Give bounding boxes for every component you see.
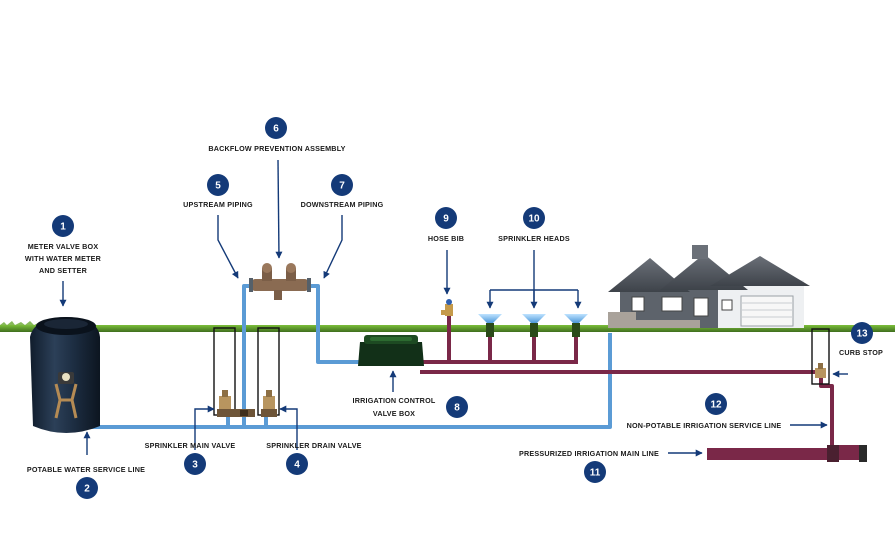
svg-text:CURB STOP: CURB STOP	[839, 348, 883, 357]
svg-text:11: 11	[590, 468, 601, 479]
meter-valve-box	[30, 317, 100, 433]
svg-text:13: 13	[856, 329, 868, 340]
svg-text:PRESSURIZED IRRIGATION MAIN LI: PRESSURIZED IRRIGATION MAIN LINE	[519, 449, 659, 458]
sprinkler-main-valve	[217, 390, 255, 417]
arrow-5	[217, 215, 239, 279]
arrow-4	[279, 405, 298, 450]
leader-arrows	[59, 159, 848, 457]
sprinkler-head-1	[478, 314, 502, 337]
svg-text:5: 5	[215, 181, 221, 192]
svg-text:4: 4	[294, 460, 300, 471]
svg-text:1: 1	[60, 222, 66, 233]
callout-9: 9 HOSE BIB	[428, 207, 464, 243]
svg-text:9: 9	[443, 214, 449, 225]
callout-7: 7 DOWNSTREAM PIPING	[301, 174, 384, 209]
backflow-prevention-assembly	[249, 263, 311, 300]
arrow-7	[323, 215, 343, 279]
svg-text:10: 10	[528, 214, 540, 225]
svg-text:NON-POTABLE IRRIGATION SERVICE: NON-POTABLE IRRIGATION SERVICE LINE	[627, 421, 782, 430]
callout-6: 6 BACKFLOW PREVENTION ASSEMBLY	[208, 117, 345, 153]
svg-text:SPRINKLER DRAIN VALVE: SPRINKLER DRAIN VALVE	[266, 441, 361, 450]
pressurized-irrigation-main-pipe	[707, 448, 864, 460]
callout-10: 10 SPRINKLER HEADS	[498, 207, 570, 243]
svg-text:SPRINKLER HEADS: SPRINKLER HEADS	[498, 234, 570, 243]
callout-3: SPRINKLER MAIN VALVE 3	[145, 441, 236, 475]
svg-text:2: 2	[84, 484, 90, 495]
callout-12: 12 NON-POTABLE IRRIGATION SERVICE LINE	[627, 393, 782, 430]
svg-text:12: 12	[710, 400, 722, 411]
svg-text:8: 8	[454, 403, 460, 414]
callout-1: 1 METER VALVE BOX WITH WATER METER AND S…	[25, 215, 102, 275]
svg-text:SPRINKLER MAIN VALVE: SPRINKLER MAIN VALVE	[145, 441, 236, 450]
sprinkler-head-3	[564, 314, 588, 337]
svg-text:HOSE BIB: HOSE BIB	[428, 234, 464, 243]
water-meter-icon	[54, 372, 78, 419]
curb-stop-valve	[815, 363, 826, 378]
sprinkler-head-2	[522, 314, 546, 337]
arrow-6	[275, 159, 283, 259]
arrow-3	[194, 405, 215, 450]
svg-text:WITH WATER METER: WITH WATER METER	[25, 254, 102, 263]
callout-13: 13 CURB STOP	[839, 322, 883, 357]
house-illustration	[608, 245, 810, 328]
svg-text:IRRIGATION CONTROL: IRRIGATION CONTROL	[353, 396, 436, 405]
downstream-piping	[308, 284, 362, 364]
non-potable-irrigation-service-line	[420, 312, 864, 449]
svg-text:POTABLE WATER SERVICE LINE: POTABLE WATER SERVICE LINE	[27, 465, 145, 474]
callout-11: PRESSURIZED IRRIGATION MAIN LINE 11	[519, 449, 659, 483]
svg-text:BACKFLOW PREVENTION ASSEMBLY: BACKFLOW PREVENTION ASSEMBLY	[208, 144, 345, 153]
svg-text:VALVE BOX: VALVE BOX	[373, 409, 415, 418]
callout-4: SPRINKLER DRAIN VALVE 4	[266, 441, 361, 475]
svg-text:AND SETTER: AND SETTER	[39, 266, 88, 275]
svg-text:6: 6	[273, 124, 279, 135]
svg-text:7: 7	[339, 181, 345, 192]
sprinkler-drain-valve	[261, 390, 277, 417]
hose-bib	[441, 299, 453, 316]
curb-stop-box	[811, 328, 830, 385]
main-line-end-cap	[859, 445, 867, 462]
callout-2: POTABLE WATER SERVICE LINE 2	[27, 465, 145, 499]
svg-text:3: 3	[192, 460, 198, 471]
main-line-fitting	[827, 445, 839, 462]
callout-5: 5 UPSTREAM PIPING	[183, 174, 253, 209]
callout-8: IRRIGATION CONTROL VALVE BOX 8	[353, 396, 468, 418]
irrigation-control-valve-box	[358, 335, 424, 366]
svg-text:UPSTREAM PIPING: UPSTREAM PIPING	[183, 200, 253, 209]
svg-text:METER VALVE BOX: METER VALVE BOX	[28, 242, 99, 251]
svg-text:DOWNSTREAM PIPING: DOWNSTREAM PIPING	[301, 200, 384, 209]
